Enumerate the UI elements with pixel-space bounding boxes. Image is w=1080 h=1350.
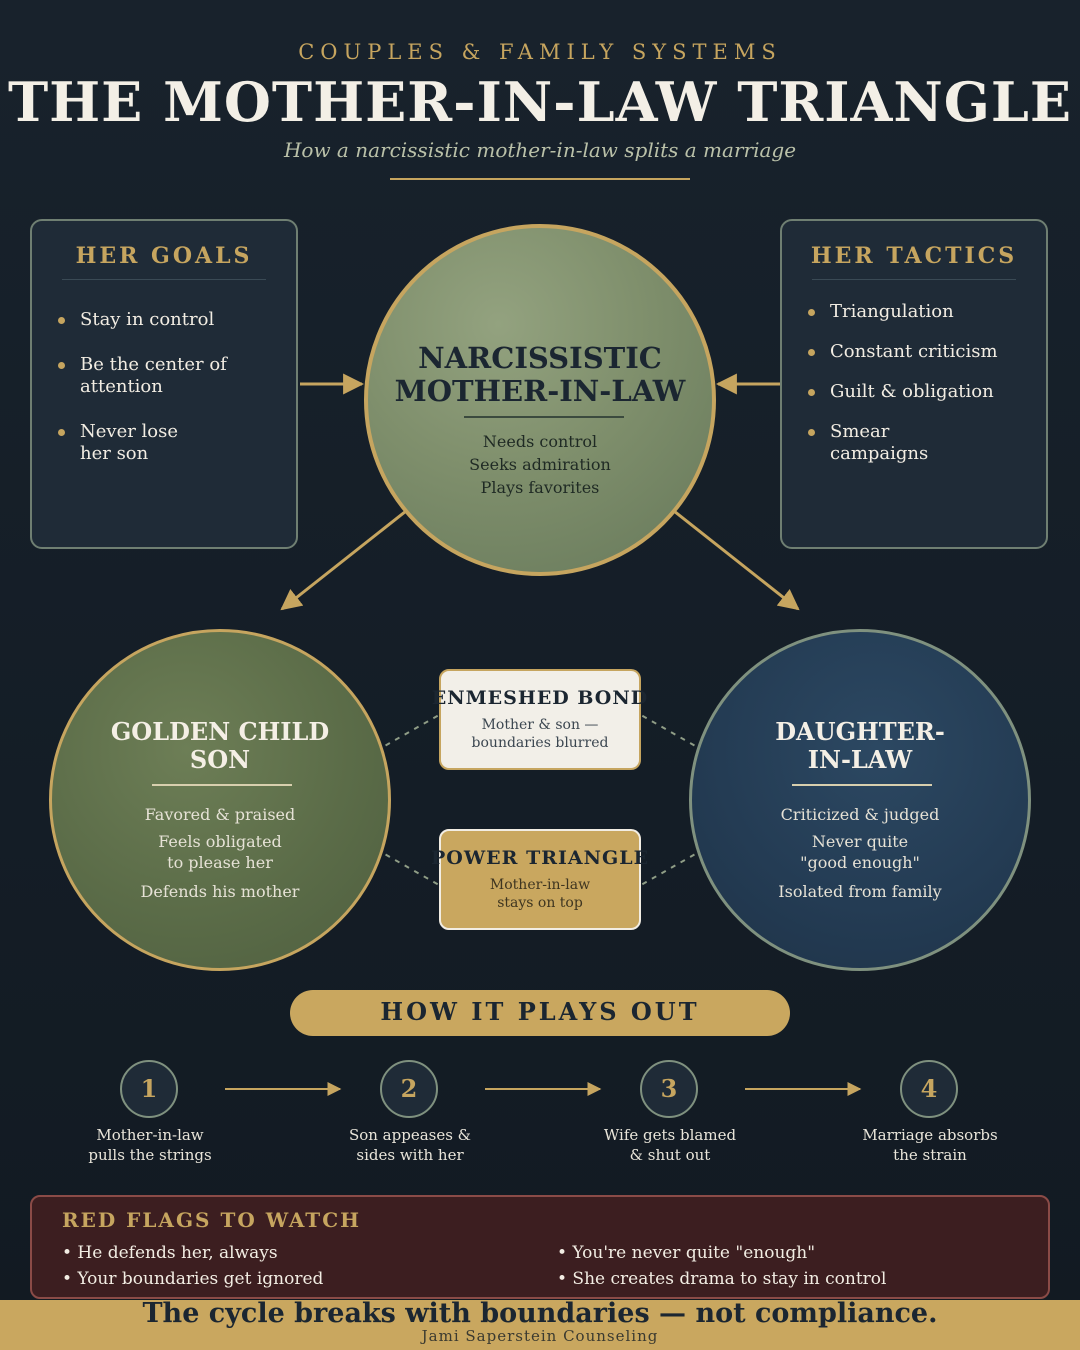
footer-credit: Jami Saperstein Counseling [421,1327,659,1345]
son-title-line: SON [189,745,251,774]
tactics-list: Triangulation Constant criticism Guilt &… [808,301,1032,483]
son-title: GOLDEN CHILD SON [52,718,388,774]
tactic-item: Triangulation [808,301,1032,323]
step-label-line: Marriage absorbs [862,1126,998,1144]
goals-panel: HER GOALS Stay in control Be the center … [30,219,298,549]
title-divider [390,178,690,180]
power-line: Mother-in-law [489,877,591,893]
narcissist-divider [464,416,624,418]
tactics-panel: HER TACTICS Triangulation Constant criti… [780,219,1048,549]
power-line: stays on top [497,895,583,911]
step-label: Son appeases & sides with her [310,1125,510,1165]
to-son-arrow [280,498,421,611]
step-label-line: sides with her [356,1146,464,1164]
narcissist-trait: Seeks admiration [469,455,611,474]
tactics-divider [812,279,1016,280]
tactic-item: Constant criticism [808,341,1032,363]
son-trait: to please her [167,853,273,872]
dil-trait: Criticized & judged [780,805,940,824]
dil-title-line: IN-LAW [807,745,913,774]
tactics-title: HER TACTICS [810,243,1018,269]
plays-out-banner: HOW IT PLAYS OUT [290,990,790,1036]
bond-text: Mother & son — boundaries blurred [441,716,639,752]
tactic-item: Smear campaigns [808,421,950,465]
bond-line: Mother & son — [481,717,599,733]
red-flag-item: • He defends her, always [62,1243,278,1263]
goals-title: HER GOALS [75,243,253,269]
goal-item: Be the center of attention [58,354,230,398]
son-title-line: GOLDEN CHILD [110,717,330,746]
goals-divider [62,279,266,280]
step-label: Mother-in-law pulls the strings [50,1125,250,1165]
son-trait: Defends his mother [140,882,300,901]
step-label-line: the strain [893,1146,967,1164]
step-label-line: Wife gets blamed [603,1126,737,1144]
footer-banner: The cycle breaks with boundaries — not c… [0,1298,1080,1350]
son-divider [152,784,292,786]
goal-item: Stay in control [58,309,282,331]
enmeshed-bond-card: ENMESHED BOND Mother & son — boundaries … [432,669,647,770]
bond-title: ENMESHED BOND [431,687,649,709]
plays-out-title: HOW IT PLAYS OUT [380,997,700,1026]
dil-trait: Isolated from family [778,882,942,901]
red-flags-panel: RED FLAGS TO WATCH • He defends her, alw… [30,1195,1050,1299]
red-flag-item: • Your boundaries get ignored [62,1269,324,1289]
step-number: 2 [380,1060,438,1118]
step-number: 4 [900,1060,958,1118]
goal-item: Never lose her son [58,421,200,465]
tactic-item: Guilt & obligation [808,381,1032,403]
step-label-line: pulls the strings [88,1146,212,1164]
narcissist-title-line: NARCISSISTIC [418,341,662,375]
step-number: 1 [120,1060,178,1118]
red-flag-item: • She creates drama to stay in control [557,1269,887,1289]
dil-trait: "good enough" [800,853,920,872]
step-label-line: Mother-in-law [96,1126,204,1144]
dil-trait: Never quite [811,832,909,851]
red-flag-item: • You're never quite "enough" [557,1243,816,1263]
bond-line: boundaries blurred [471,735,609,751]
dil-title: DAUGHTER- IN-LAW [692,718,1028,774]
step-label: Wife gets blamed & shut out [570,1125,770,1165]
power-text: Mother-in-law stays on top [441,876,639,912]
son-trait: Favored & praised [144,805,296,824]
to-dil-arrow [659,498,800,611]
narcissist-title: NARCISSISTIC MOTHER-IN-LAW [368,342,712,408]
power-triangle-card: POWER TRIANGLE Mother-in-law stays on to… [431,829,648,930]
step-number: 3 [640,1060,698,1118]
narcissist-node: NARCISSISTIC MOTHER-IN-LAW Needs control… [364,224,716,576]
eyebrow-label: COUPLES & FAMILY SYSTEMS [298,40,782,64]
narcissist-trait: Needs control [482,432,598,451]
power-title: POWER TRIANGLE [431,847,650,869]
narcissist-title-line: MOTHER-IN-LAW [394,374,686,408]
dil-title-line: DAUGHTER- [775,717,945,746]
goals-list: Stay in control Be the center of attenti… [58,309,282,488]
son-trait: Feels obligated [158,832,282,851]
red-flags-title: RED FLAGS TO WATCH [62,1208,362,1232]
son-node: GOLDEN CHILD SON Favored & praised Feels… [49,629,391,971]
narcissist-trait: Plays favorites [480,478,600,497]
step-label-line: & shut out [629,1146,711,1164]
page-subtitle: How a narcissistic mother-in-law splits … [283,138,797,162]
step-label: Marriage absorbs the strain [830,1125,1030,1165]
step-label-line: Son appeases & [348,1126,472,1144]
footer-tagline: The cycle breaks with boundaries — not c… [142,1298,938,1329]
page-title: THE MOTHER-IN-LAW TRIANGLE [7,70,1073,134]
dil-divider [792,784,932,786]
daughter-in-law-node: DAUGHTER- IN-LAW Criticized & judged Nev… [689,629,1031,971]
